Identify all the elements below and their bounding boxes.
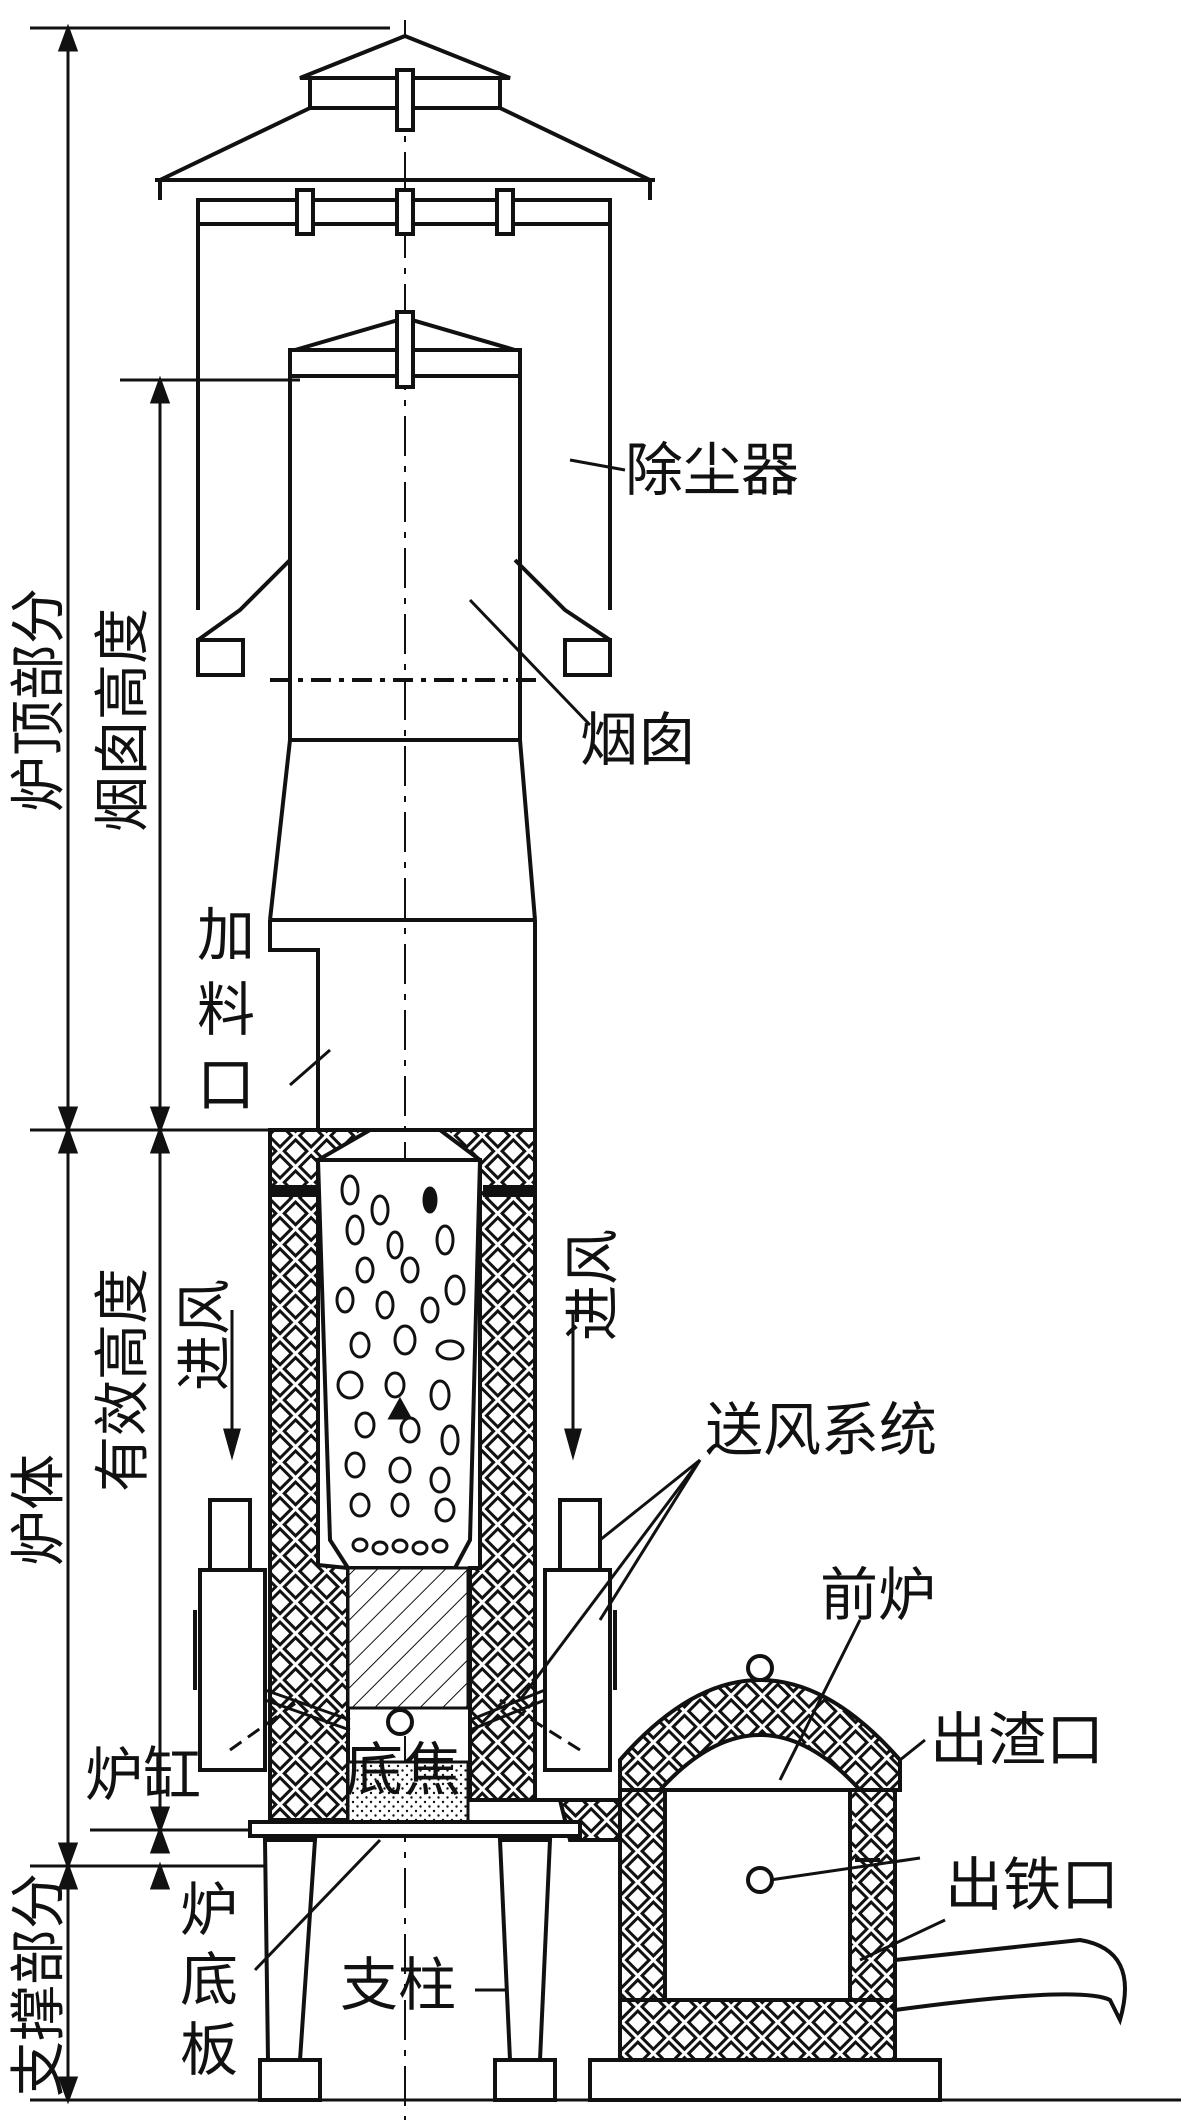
label-bottom-plate-2: 底 <box>180 1946 238 2014</box>
label-column: 支柱 <box>340 1951 456 2019</box>
label-charging-door-1: 加 <box>197 901 255 969</box>
label-support-part: 支撑部分 <box>7 1873 72 2097</box>
label-bottom-plate-1: 炉 <box>180 1876 238 1944</box>
label-furnace-body: 炉体 <box>7 1454 72 1566</box>
label-slag-hole: 出渣口 <box>930 1706 1104 1774</box>
label-tap-hole: 出铁口 <box>945 1851 1119 1919</box>
label-bottom-coke: 底焦 <box>345 1736 461 1804</box>
label-chimney-height: 烟囱高度 <box>91 608 156 832</box>
air-supply-system <box>193 1498 617 1772</box>
label-chimney: 烟囱 <box>580 706 696 774</box>
text-labels: 除尘器 烟囱 加 料 口 送风系统 前炉 底焦 出渣口 出铁口 支柱 炉缸 炉 … <box>7 436 1119 2097</box>
label-air-in-right: 进风 <box>561 1229 626 1341</box>
forehearth <box>618 1654 1127 2062</box>
label-furnace-top: 炉顶部分 <box>7 588 72 812</box>
dimension-lines <box>30 23 1181 2105</box>
label-bottom-plate-3: 板 <box>180 2016 238 2084</box>
support-columns <box>258 1838 942 2102</box>
label-effective-height: 有效高度 <box>91 1268 156 1492</box>
label-forehearth: 前炉 <box>820 1561 936 1629</box>
label-dust-collector: 除尘器 <box>625 436 799 504</box>
label-charging-door-3: 口 <box>197 1051 255 1119</box>
label-air-in-left: 进风 <box>173 1279 238 1391</box>
chimney <box>268 310 537 1130</box>
air-flow-arrows <box>223 1310 582 1752</box>
dust-collector <box>155 33 655 682</box>
label-air-supply-system: 送风系统 <box>705 1396 937 1464</box>
label-charging-door-2: 料 <box>197 976 255 1044</box>
charge-particles <box>335 1174 466 1556</box>
label-hearth: 炉缸 <box>85 1741 201 1809</box>
leader-lines <box>253 458 946 1992</box>
